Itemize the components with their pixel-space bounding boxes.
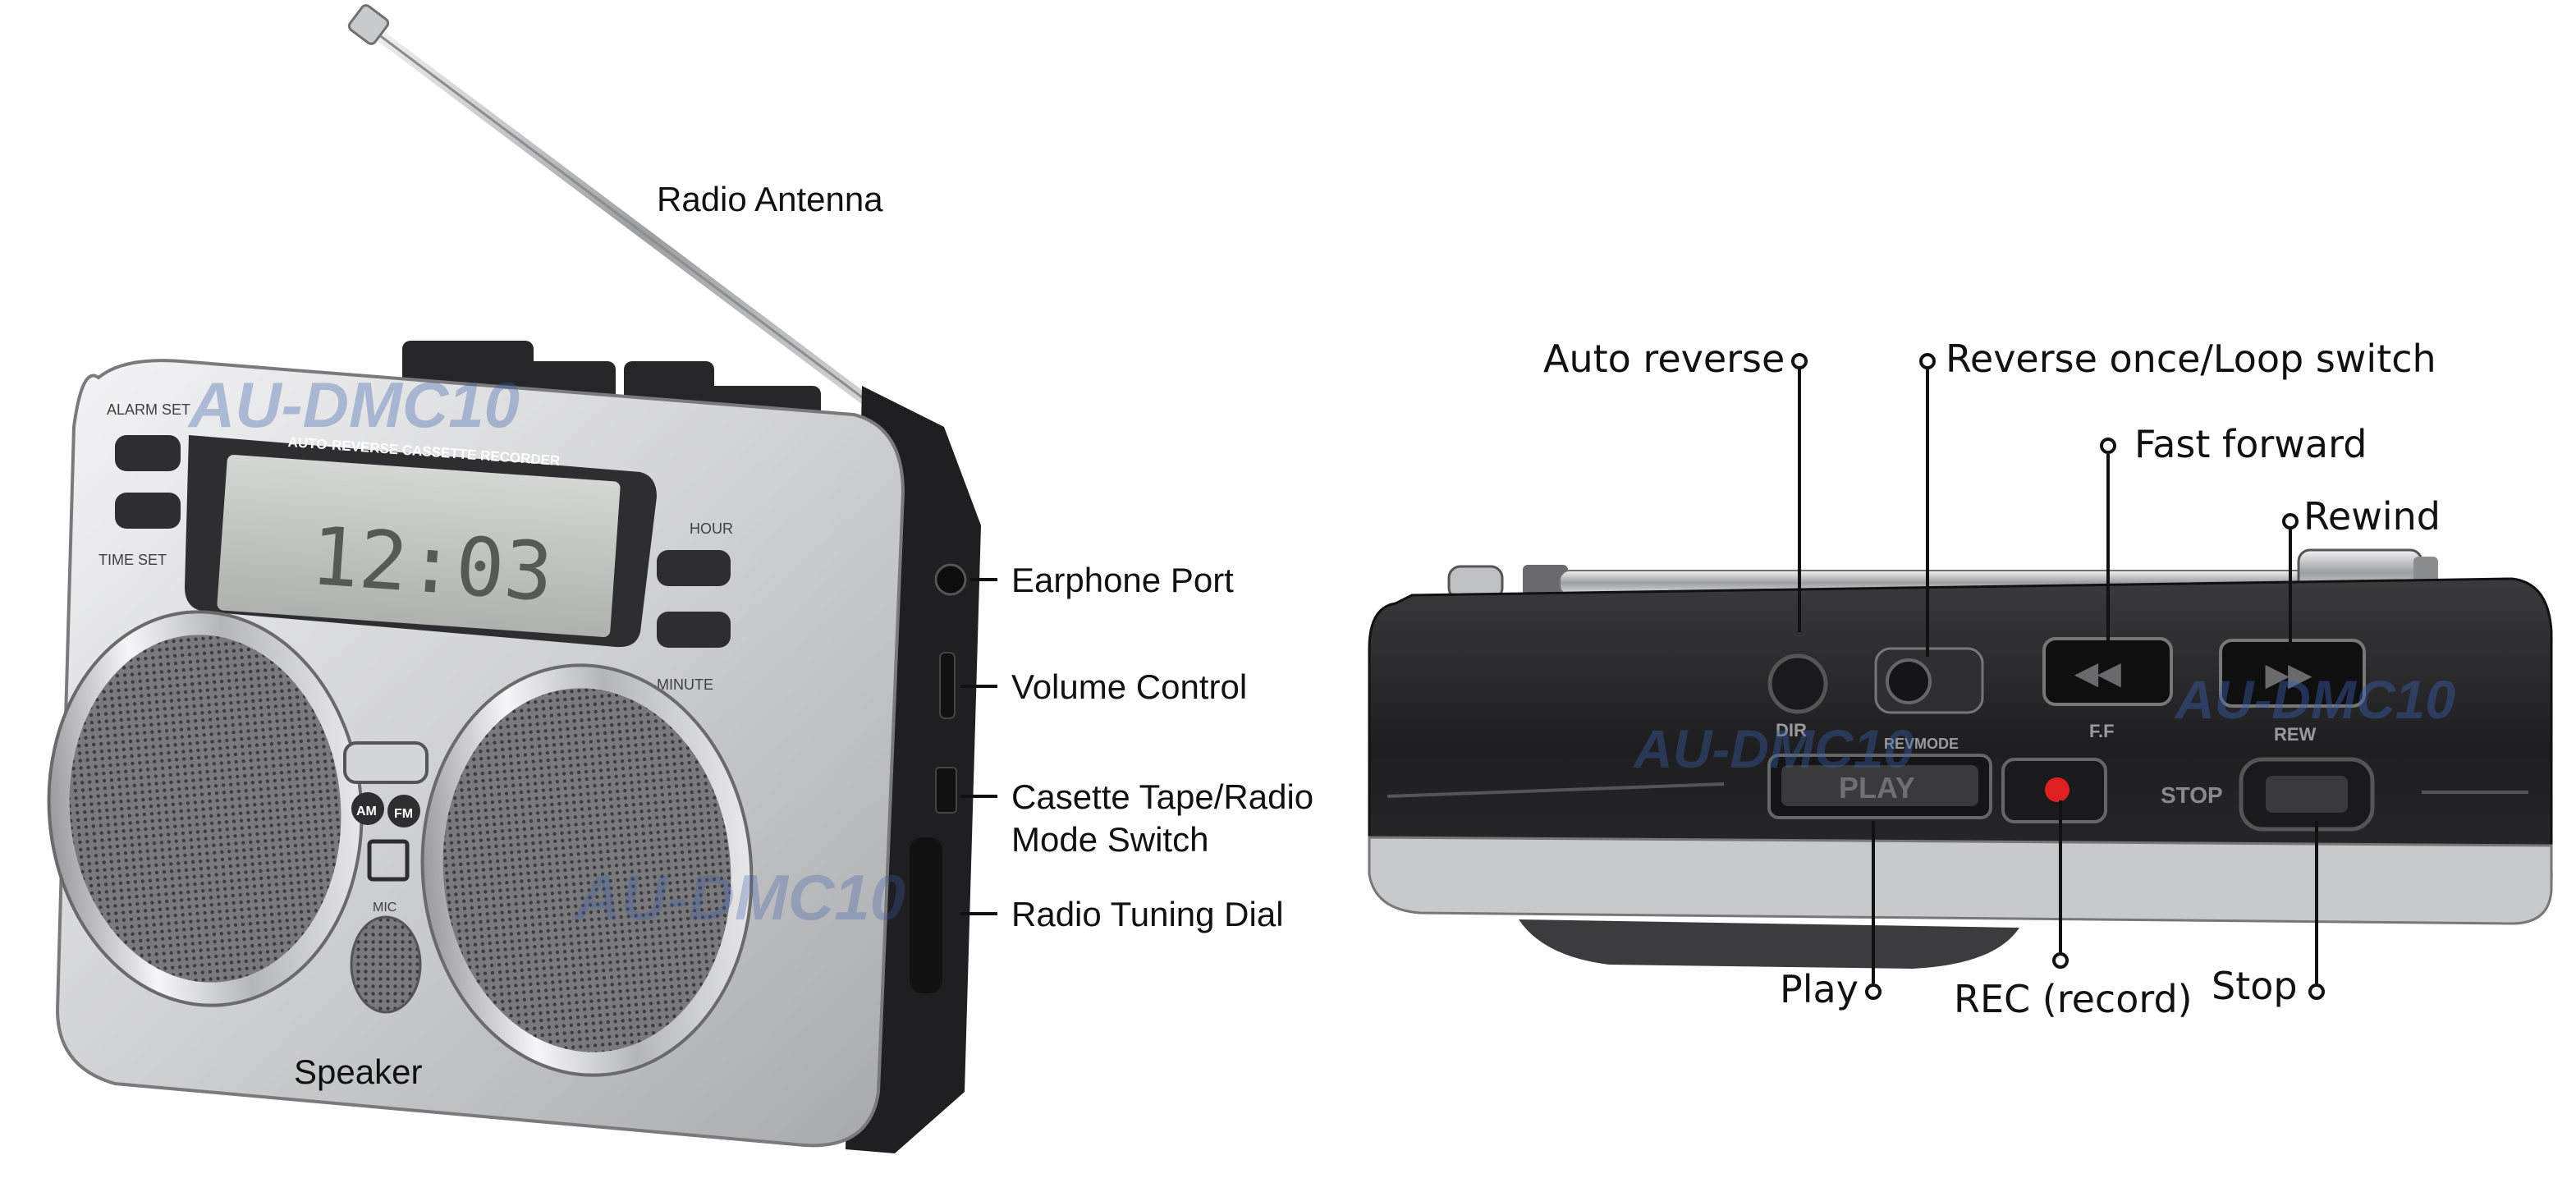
- speakers: [47, 610, 754, 1077]
- silver-band: [1368, 836, 2553, 925]
- fm-label: FM: [394, 807, 413, 821]
- watermark-center: AU-DMC10: [573, 861, 905, 933]
- svg-text:▶▶: ▶▶: [2265, 658, 2312, 691]
- label-rec: REC (record): [1954, 977, 2193, 1021]
- label-rewind: Rewind: [2303, 494, 2441, 539]
- lcd-time: 12:03: [308, 510, 556, 620]
- watermark-top: AU-DMC10: [187, 369, 520, 441]
- bottom-wheel: [1519, 919, 2019, 969]
- label-auto-reverse: Auto reverse: [1543, 337, 1785, 381]
- label-mode-switch-1: Casette Tape/Radio: [1011, 777, 1314, 816]
- rec-button: [2001, 758, 2107, 823]
- dir-button: DIR: [1767, 653, 1828, 740]
- label-stop: Stop: [2212, 964, 2298, 1008]
- side-controls: [910, 563, 967, 993]
- revmode-switch: REVMODE: [1874, 647, 1984, 752]
- label-volume-control: Volume Control: [1011, 667, 1248, 706]
- revmode-label: REVMODE: [1884, 736, 1959, 752]
- hour-minute-buttons: HOUR MINUTE: [657, 520, 733, 693]
- rew-button: ▶▶ REW: [2219, 639, 2366, 745]
- svg-text:◀◀: ◀◀: [2074, 656, 2122, 690]
- ff-label: F.F: [2089, 721, 2115, 741]
- time-set-label: TIME SET: [99, 552, 167, 568]
- alarm-time-buttons: ALARM SET TIME SET: [99, 401, 190, 568]
- am-label: AM: [356, 805, 377, 818]
- label-radio-antenna: Radio Antenna: [657, 180, 883, 218]
- label-mode-switch-2: Mode Switch: [1011, 820, 1209, 859]
- left-leader-lines: [960, 578, 997, 915]
- left-cassette-player: 12:03 AUTO-REVERSE CASSETTE RECORDER ALA…: [47, 4, 981, 1153]
- antenna: [347, 4, 929, 449]
- watermark-right-1: AU-DMC10: [1632, 718, 1914, 779]
- label-play: Play: [1780, 967, 1859, 1011]
- alarm-set-label: ALARM SET: [107, 401, 190, 418]
- mic-label: MIC: [373, 901, 396, 915]
- label-fast-forward: Fast forward: [2134, 422, 2367, 466]
- dir-label: DIR: [1776, 720, 1807, 740]
- play-label: PLAY: [1839, 771, 1915, 805]
- label-speaker: Speaker: [294, 1052, 423, 1091]
- lcd-screen: [217, 455, 621, 637]
- center-controls: AM FM MIC: [343, 741, 429, 1014]
- watermark-right-2: AU-DMC10: [2174, 669, 2455, 730]
- right-leader-lines: [1791, 353, 2325, 1000]
- stop-button: STOP: [2161, 757, 2375, 832]
- play-button: PLAY: [1767, 754, 1992, 819]
- label-earphone-port: Earphone Port: [1011, 561, 1234, 599]
- minute-label: MINUTE: [657, 676, 713, 693]
- hour-label: HOUR: [690, 520, 733, 537]
- right-cassette-top-view: DIR REVMODE ◀◀ F.F ▶▶ REW PLAY: [1368, 548, 2553, 969]
- label-reverse-loop: Reverse once/Loop switch: [1946, 337, 2436, 381]
- label-tuning-dial: Radio Tuning Dial: [1011, 895, 1284, 933]
- stop-label: STOP: [2161, 782, 2223, 808]
- rew-label: REW: [2274, 724, 2317, 745]
